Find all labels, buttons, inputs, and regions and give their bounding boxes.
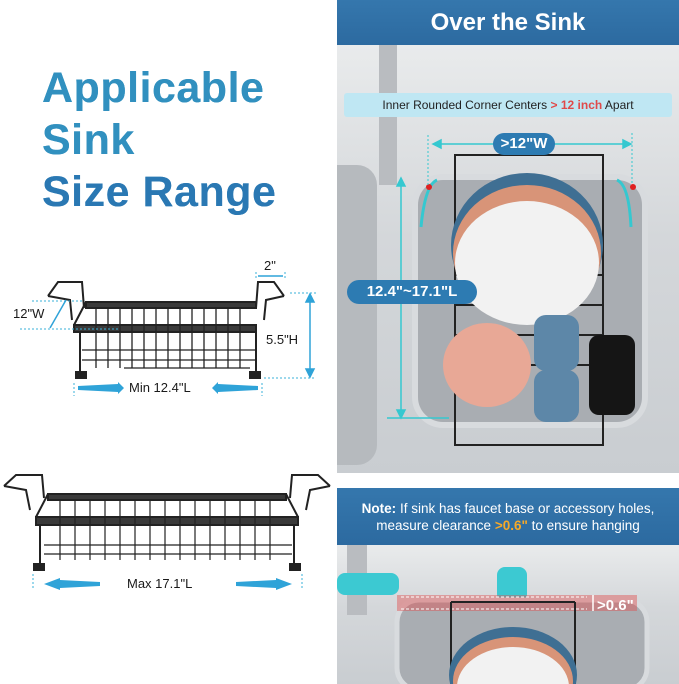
hook-depth-label: 2" [264,258,276,273]
note-line-2-highlight: >0.6" [494,518,528,533]
callout-suffix: Apart [604,98,634,112]
sink-photo-bottom: >0.6" [337,545,679,684]
max-length-label: Max 17.1"L [127,576,193,591]
corner-centers-callout: Inner Rounded Corner Centers > 12 inch A… [344,93,672,117]
min-length-label: Min 12.4"L [129,380,191,395]
rack-min-illustration [20,272,316,396]
height-label: 5.5"H [266,332,299,347]
rack-diagram-max: Max 17.1"L [0,450,337,600]
clearance-scene-illustration [337,545,650,684]
headline-line-2: Sink [42,116,135,164]
note-header: Note: If sink has faucet base or accesso… [337,488,679,545]
length-pill: 12.4"~17.1"L [347,280,477,304]
note-line-2-prefix: measure clearance [376,518,492,533]
rack-diagram-min: 12"W 2" 5.5"H Min 12.4"L [0,250,337,410]
over-sink-title: Over the Sink [430,9,586,36]
width-pill: >12"W [493,133,555,155]
headline-line-1: Applicable [42,64,265,112]
note-line-2-suffix: to ensure hanging [531,518,640,533]
min-width-label: 12"W [13,306,45,321]
callout-highlight: > 12 inch [550,98,603,112]
over-sink-header: Over the Sink [337,0,679,45]
note-line-2: measure clearance >0.6" to ensure hangin… [337,517,679,534]
headline-line-3: Size Range [42,168,277,216]
sink-scene-illustration [337,45,648,465]
note-label: Note: [361,501,397,516]
rack-max-illustration [3,474,331,590]
headline: Applicable Sink Size Range [42,62,276,218]
callout-prefix: Inner Rounded Corner Centers [382,98,548,112]
note-line-1: Note: If sink has faucet base or accesso… [337,500,679,517]
note-line-1-text: If sink has faucet base or accessory hol… [399,501,655,516]
clearance-label: >0.6" [597,597,634,614]
